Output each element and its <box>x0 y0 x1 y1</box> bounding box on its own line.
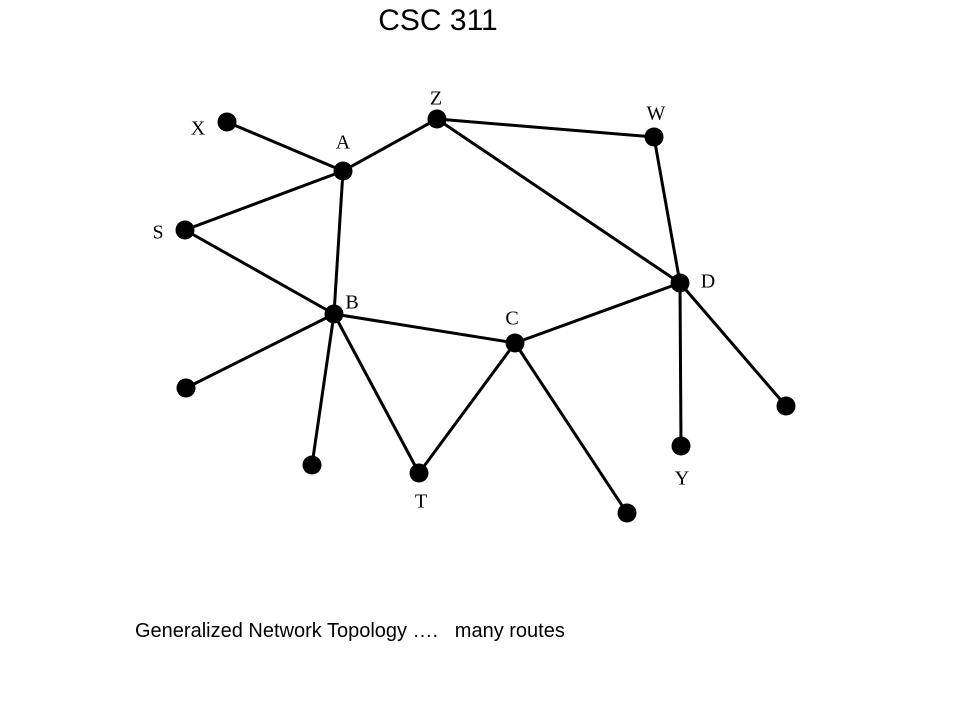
node-T <box>409 463 429 483</box>
node-Y <box>671 436 691 456</box>
edge-B-T <box>332 313 421 474</box>
edge-D-Y <box>678 282 683 447</box>
node-D <box>670 273 690 293</box>
edge-X-A <box>226 120 344 173</box>
edge-S-A <box>184 169 344 232</box>
node-W <box>644 127 664 147</box>
edge-Z-D <box>436 117 681 285</box>
edge-A-B <box>332 170 345 315</box>
edge-B-n1 <box>185 312 335 390</box>
edge-B-n2 <box>310 313 336 466</box>
edge-A-Z <box>342 117 438 173</box>
edge-B-C <box>333 312 516 345</box>
graph-nodes <box>175 109 796 523</box>
node-n3 <box>617 503 637 523</box>
node-n1 <box>176 378 196 398</box>
node-label-X: X <box>191 118 206 140</box>
graph-edges <box>184 117 788 514</box>
node-label-A: A <box>336 132 351 154</box>
edge-C-n3 <box>513 342 629 514</box>
edge-D-n4 <box>678 282 788 407</box>
node-label-D: D <box>701 271 715 293</box>
node-Z <box>427 109 447 129</box>
node-label-Y: Y <box>675 468 689 490</box>
node-label-Z: Z <box>430 88 442 110</box>
graph-labels: X A Z W S B C D T Y <box>152 88 715 513</box>
node-label-S: S <box>152 222 163 244</box>
node-A <box>333 161 353 181</box>
edge-C-T <box>417 342 517 474</box>
node-label-C: C <box>505 308 518 330</box>
node-n2 <box>302 455 322 475</box>
slide-caption: Generalized Network Topology …. many rou… <box>135 620 565 642</box>
node-S <box>175 220 195 240</box>
node-label-W: W <box>647 103 666 125</box>
edge-W-D <box>652 136 682 284</box>
node-B <box>324 304 344 324</box>
node-C <box>505 333 525 353</box>
edge-Z-W <box>436 117 655 139</box>
node-label-T: T <box>415 491 427 513</box>
node-n4 <box>776 396 796 416</box>
node-X <box>217 112 237 132</box>
edge-S-B <box>184 228 335 316</box>
node-label-B: B <box>345 292 358 314</box>
edge-C-D <box>514 281 681 345</box>
slide-title: CSC 311 <box>378 4 498 37</box>
